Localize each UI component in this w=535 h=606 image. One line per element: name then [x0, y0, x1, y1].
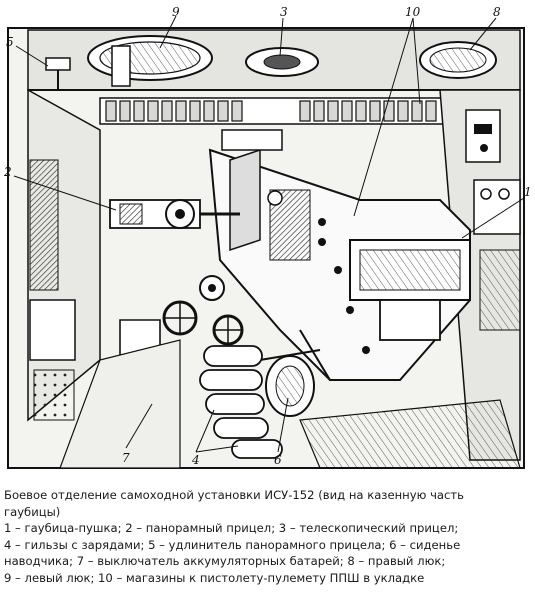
- left-wall: [27, 88, 101, 422]
- howitzer-breech: [208, 129, 471, 381]
- gunner-seat: [259, 349, 321, 417]
- figure-caption: Боевое отделение самоходной установки ИС…: [4, 487, 531, 587]
- legend-line: 1 – гаубица-пушка; 2 – панорамный прицел…: [4, 521, 459, 536]
- caption-title-line: Боевое отделение самоходной установки ИС…: [4, 488, 464, 502]
- engraving-illustration: 9 3 10 8 5 2 7 4 6 1: [3, 5, 532, 469]
- callout-leaders: [13, 15, 525, 453]
- callout-label: 2: [3, 165, 12, 179]
- callout-label: 10: [405, 5, 421, 19]
- floor: [59, 339, 521, 469]
- callout-label: 3: [280, 5, 288, 19]
- right-wall: [439, 89, 521, 461]
- ppsh-magazine-rack: [99, 97, 451, 125]
- right-hatch: [419, 41, 497, 79]
- legend-line: 4 – гильзы с зарядами; 5 – удлинитель па…: [4, 537, 461, 552]
- cartridge-cases: [199, 345, 283, 459]
- callout-labels: 9 3 10 8 5 2 7 4 6 1: [3, 5, 532, 467]
- callout-label: 5: [6, 35, 14, 49]
- legend-line: 9 – левый люк; 10 – магазины к пистолету…: [4, 570, 425, 585]
- callout-label: 8: [493, 5, 501, 19]
- legend-line: наводчика; 7 – выключатель аккумуляторны…: [4, 554, 446, 569]
- callout-label: 1: [524, 185, 532, 199]
- telescopic-sight-housing: [245, 47, 319, 77]
- panoramic-sight: [109, 199, 240, 229]
- elevation-handwheel: [162, 300, 198, 336]
- left-hatch: [87, 35, 213, 87]
- caption-title-line: гаубицы): [4, 504, 61, 519]
- panoramic-sight-extension: [45, 57, 71, 90]
- gear-sector: [199, 275, 225, 301]
- callout-label: 6: [274, 453, 282, 467]
- callout-label: 4: [191, 453, 200, 467]
- callout-label: 9: [172, 5, 180, 19]
- callout-label: 7: [122, 451, 130, 465]
- traverse-handwheel: [212, 314, 244, 346]
